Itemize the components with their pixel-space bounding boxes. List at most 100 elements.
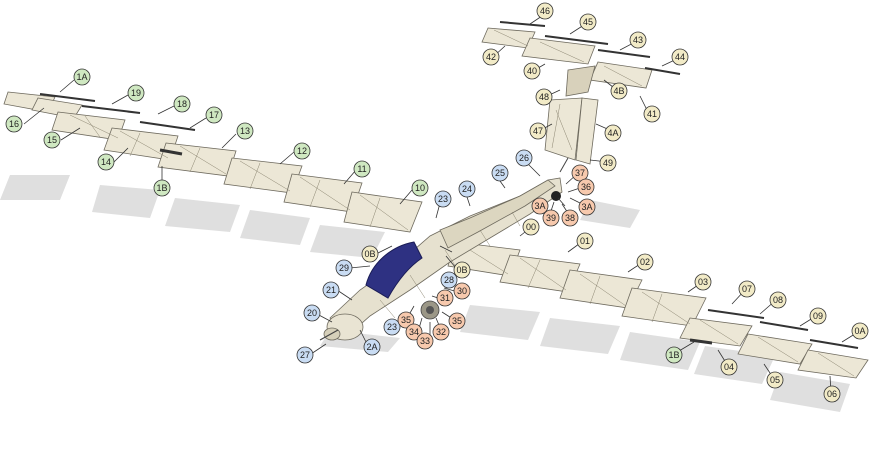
callout-circle [43, 131, 61, 149]
callout-number: 20 [307, 308, 317, 318]
callout-09: 09 [809, 307, 827, 325]
callout-23-bot: 23 [383, 318, 401, 336]
callout-number: 49 [603, 158, 613, 168]
callout-circle [416, 332, 434, 350]
callout-number: 3A [534, 201, 545, 211]
callout-19: 19 [127, 84, 145, 102]
callout-1B-left: 1B [153, 179, 171, 197]
callout-circle [458, 180, 476, 198]
callout-35b: 35 [448, 312, 466, 330]
callout-48: 48 [535, 88, 553, 106]
callout-number: 27 [300, 350, 310, 360]
callout-03: 03 [694, 273, 712, 291]
callout-0B-b: 0B [453, 261, 471, 279]
callout-40: 40 [523, 62, 541, 80]
callout-circle [576, 232, 594, 250]
callout-number: 0A [854, 326, 865, 336]
callout-29: 29 [335, 259, 353, 277]
callout-circle [236, 122, 254, 140]
callout-46: 46 [536, 2, 554, 20]
callout-number: 17 [209, 110, 219, 120]
callout-circle [571, 164, 589, 182]
callout-45: 45 [579, 13, 597, 31]
callout-20: 20 [303, 304, 321, 322]
left-wing [3, 91, 423, 233]
callout-27: 27 [296, 346, 314, 364]
callout-number: 12 [297, 146, 307, 156]
callout-circle [522, 218, 540, 236]
callout-circle [599, 154, 617, 172]
callout-number: 35 [401, 315, 411, 325]
callout-number: 43 [633, 35, 643, 45]
callout-number: 39 [546, 213, 556, 223]
callout-number: 0B [456, 265, 467, 275]
callout-number: 01 [580, 236, 590, 246]
callout-14: 14 [97, 153, 115, 171]
callout-circle [293, 142, 311, 160]
callout-37: 37 [571, 164, 589, 182]
callout-number: 21 [326, 285, 336, 295]
callout-47: 47 [529, 122, 547, 140]
callout-0B-a: 0B [361, 245, 379, 263]
callout-3A-a: 3A [531, 197, 549, 215]
callout-number: 44 [675, 52, 685, 62]
callout-circle [434, 190, 452, 208]
callout-circle [173, 95, 191, 113]
callout-number: 40 [527, 66, 537, 76]
callout-circle [561, 209, 579, 227]
callout-02: 02 [636, 253, 654, 271]
callout-circle [73, 68, 91, 86]
fuselage [319, 157, 569, 341]
callout-number: 05 [770, 375, 780, 385]
callout-circle [579, 13, 597, 31]
callout-26: 26 [515, 149, 533, 167]
callout-24: 24 [458, 180, 476, 198]
callout-3A-b: 3A [578, 198, 596, 216]
callout-number: 02 [640, 257, 650, 267]
callout-circle [542, 209, 560, 227]
callout-number: 1A [76, 72, 87, 82]
callout-number: 00 [526, 222, 536, 232]
callout-number: 46 [540, 6, 550, 16]
callout-number: 41 [647, 109, 657, 119]
callout-number: 37 [575, 168, 585, 178]
callout-circle [453, 282, 471, 300]
callout-06: 06 [823, 385, 841, 403]
callout-circle [851, 322, 869, 340]
callout-41: 41 [643, 105, 661, 123]
callout-circle [411, 179, 429, 197]
callout-circle [440, 271, 458, 289]
callout-number: 31 [440, 293, 450, 303]
callout-number: 03 [698, 277, 708, 287]
callout-circle [766, 371, 784, 389]
callout-circle [671, 48, 689, 66]
callout-11: 11 [353, 160, 371, 178]
callout-number: 36 [581, 182, 591, 192]
callout-number: 09 [813, 311, 823, 321]
callout-number: 3A [581, 202, 592, 212]
callout-circle [738, 280, 756, 298]
callout-number: 23 [387, 322, 397, 332]
callout-38: 38 [561, 209, 579, 227]
callout-circle [577, 178, 595, 196]
callout-circle [482, 48, 500, 66]
callout-circle [322, 281, 340, 299]
callout-number: 23 [438, 194, 448, 204]
callout-circle [397, 311, 415, 329]
callout-17: 17 [205, 106, 223, 124]
callout-number: 42 [486, 52, 496, 62]
callout-35a: 35 [397, 311, 415, 329]
callout-08: 08 [769, 291, 787, 309]
callout-18a: 18 [173, 95, 191, 113]
callout-number: 2A [366, 342, 377, 352]
callout-circle [535, 88, 553, 106]
callout-circle [643, 105, 661, 123]
callout-32: 32 [432, 323, 450, 341]
callout-01: 01 [576, 232, 594, 250]
callout-circle [448, 312, 466, 330]
callout-25: 25 [491, 164, 509, 182]
callout-12: 12 [293, 142, 311, 160]
callout-number: 30 [457, 286, 467, 296]
ground-shadows [0, 175, 850, 412]
